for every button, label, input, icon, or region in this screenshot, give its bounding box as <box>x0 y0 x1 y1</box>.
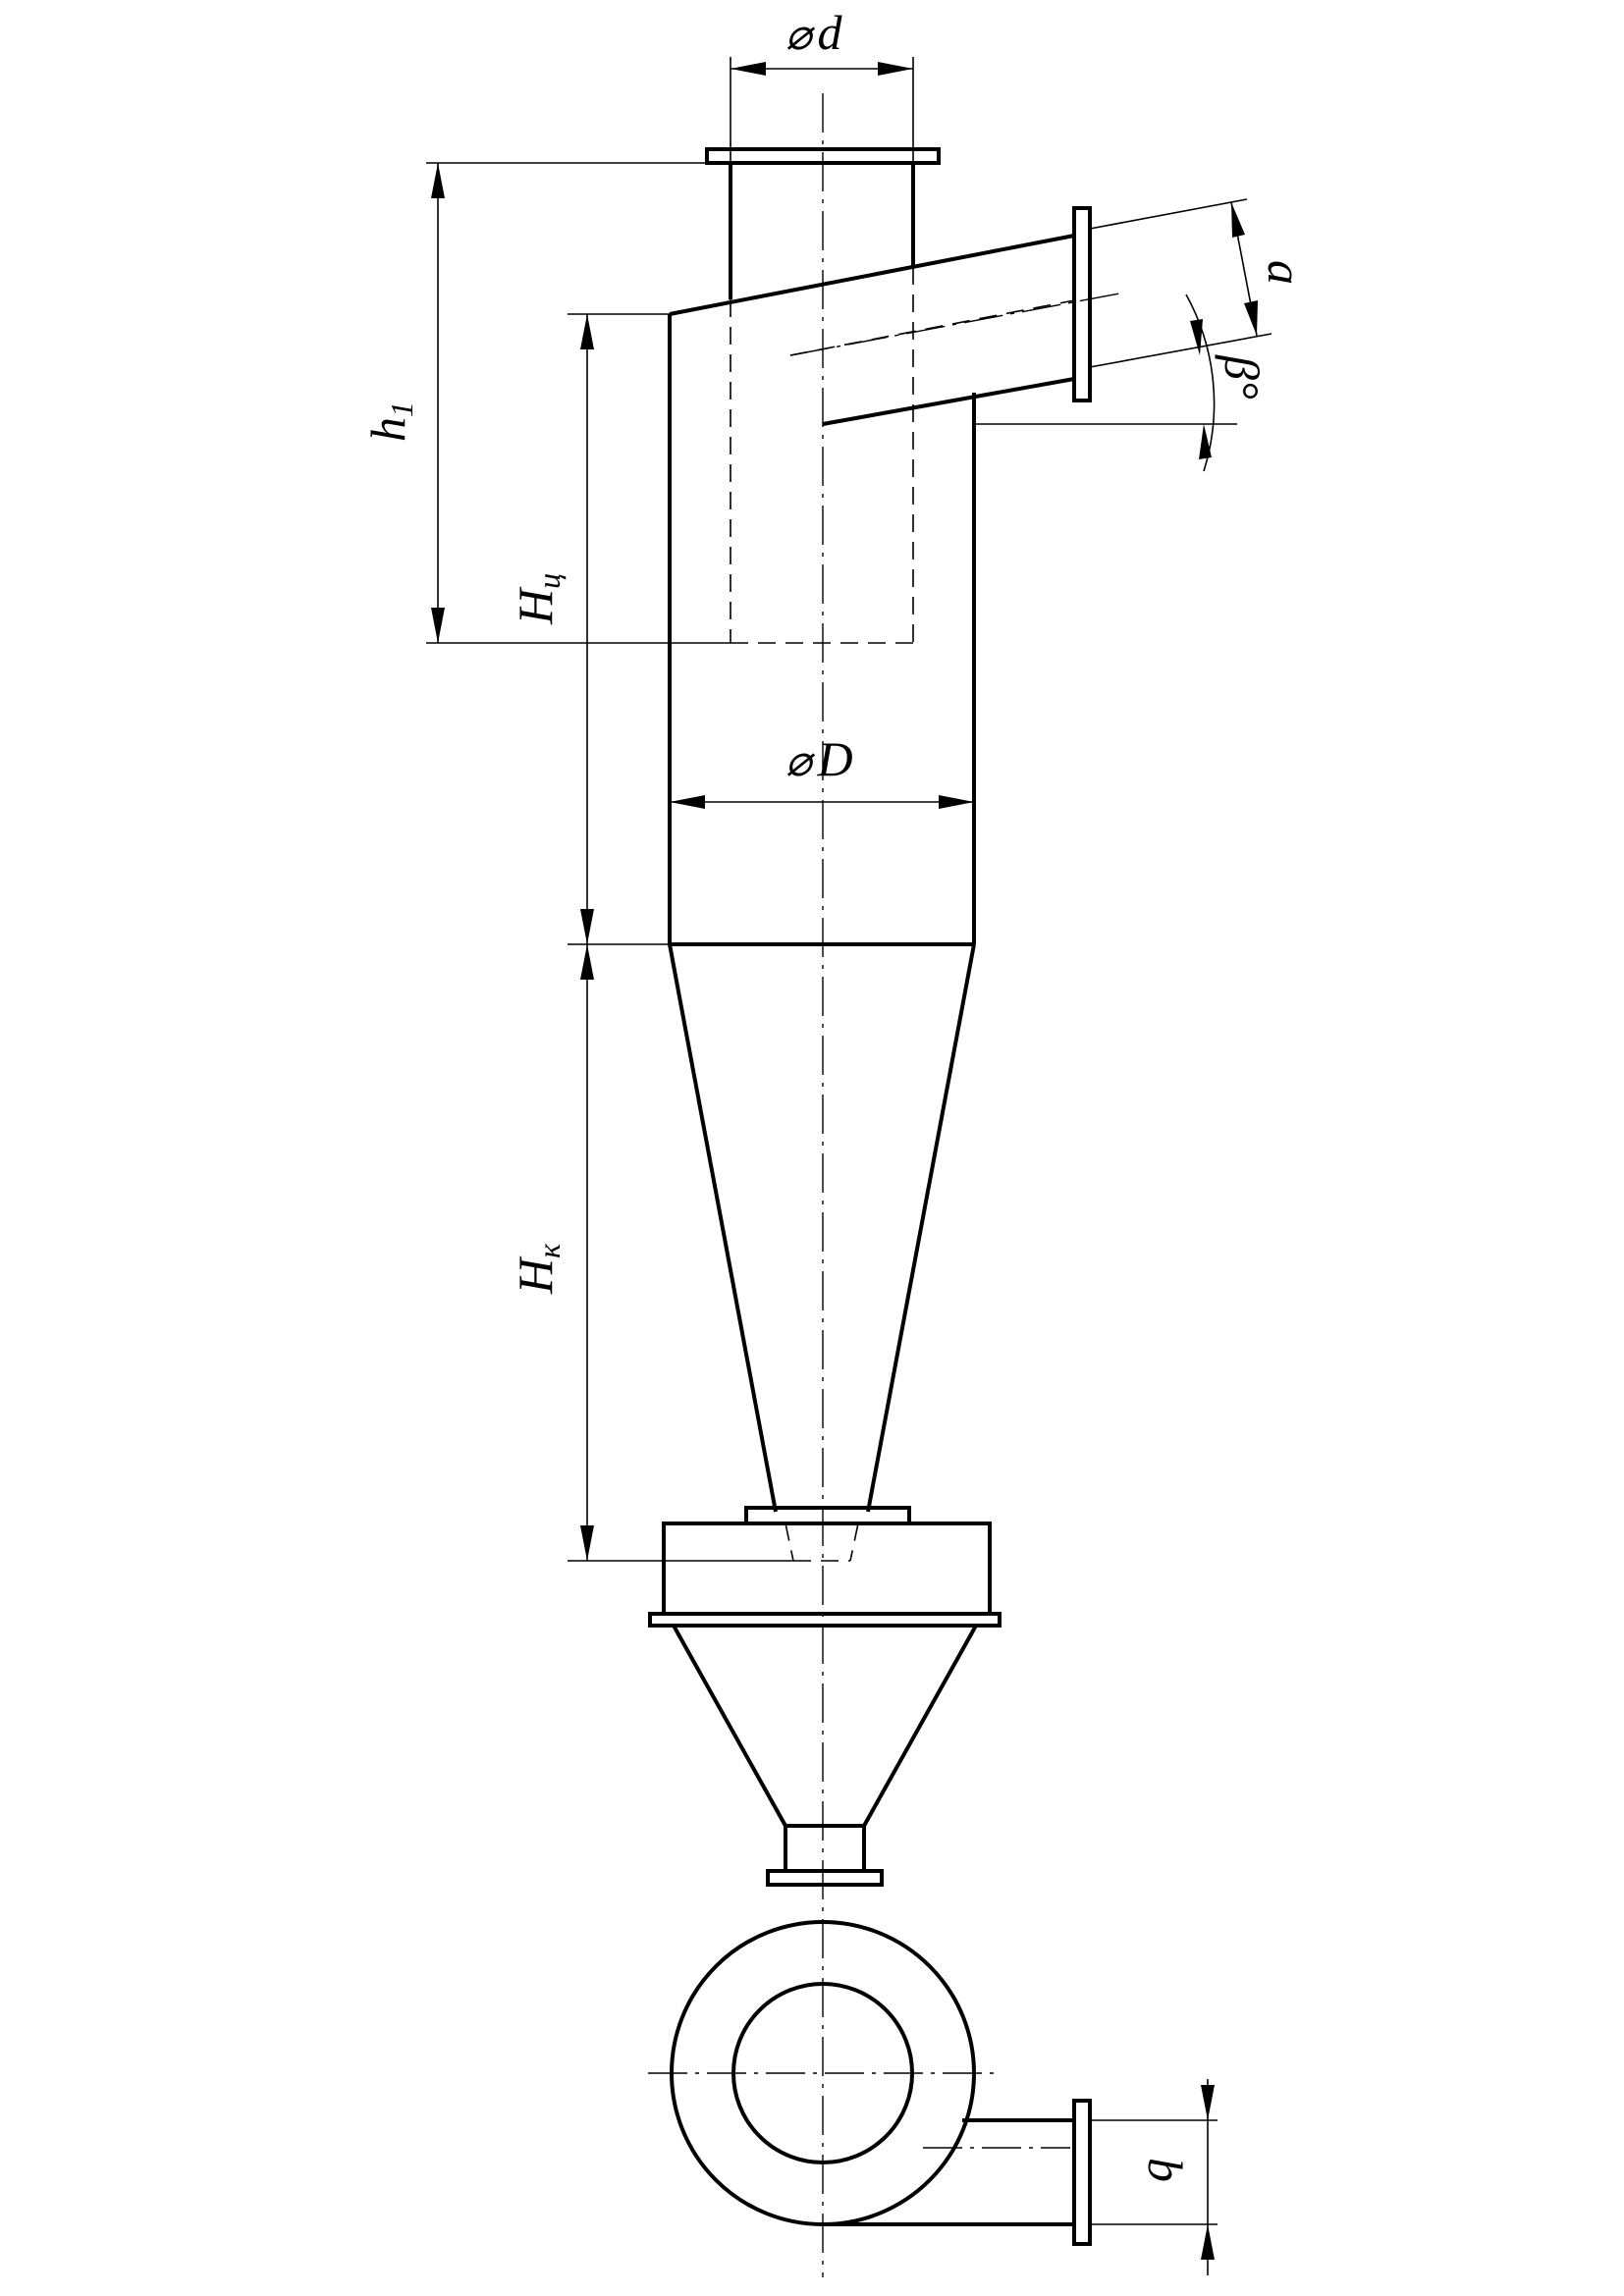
dim-d-arrow-right <box>878 62 913 76</box>
dim-D-arrow-right <box>939 795 974 809</box>
dim-beta-label: β° <box>1215 354 1270 400</box>
plan-outlet-inner-circle <box>731 1982 914 2164</box>
inlet-lower-wall <box>822 377 1075 426</box>
hopper-flange <box>648 1612 1001 1628</box>
discharge-pipe <box>784 1824 866 1873</box>
cone-bottom-flange <box>744 1506 911 1525</box>
dim-d-arrow-left <box>731 62 766 76</box>
dim-a-ext-bottom <box>1089 333 1272 368</box>
outlet-flange <box>705 147 941 165</box>
cone-right-wall <box>866 943 976 1513</box>
dim-D-arrow-left <box>670 795 705 809</box>
dim-d-label: ⌀d <box>785 5 843 60</box>
dim-beta-arrow-top <box>1190 319 1203 355</box>
hopper-cone-right <box>862 1625 978 1827</box>
dim-b-arrow-bottom <box>1201 2224 1215 2260</box>
dim-b-label: b <box>1138 2158 1193 2182</box>
dim-Hk-arrow-bottom <box>580 1525 594 1561</box>
dim-a-ext-top <box>1089 198 1248 230</box>
cone-left-wall <box>668 943 778 1513</box>
hopper-hidden-left <box>785 1522 794 1562</box>
dim-a-arrow-top <box>1231 202 1245 238</box>
dim-Hc-arrow-top <box>580 314 594 349</box>
dim-Hc-label: Hц <box>508 573 567 625</box>
discharge-flange <box>766 1869 884 1887</box>
inlet-flange <box>1072 206 1092 402</box>
dim-h1-arrow-bottom <box>431 608 445 643</box>
inlet-hidden-line <box>789 299 1075 356</box>
body-top-slope <box>669 234 1075 316</box>
dim-h1-arrow-top <box>431 163 445 198</box>
hopper-hidden-right <box>849 1522 859 1562</box>
dim-a-arrow-bottom <box>1244 300 1258 336</box>
dim-Hc-arrow-bottom <box>580 909 594 944</box>
dim-D-label: ⌀D <box>785 731 853 786</box>
dim-a-label: a <box>1258 260 1313 285</box>
dim-h1-label: h1 <box>360 401 419 442</box>
dim-Hk-arrow-top <box>580 944 594 980</box>
dim-beta-arrow-bottom <box>1199 424 1212 459</box>
hopper-chamber <box>662 1522 992 1616</box>
inlet-center-line <box>789 293 1120 356</box>
plan-inlet-flange <box>1072 2099 1092 2246</box>
dim-b-arrow-top <box>1201 2085 1215 2120</box>
hopper-cone-left <box>672 1625 787 1827</box>
dim-Hk-label: Hк <box>508 1243 567 1295</box>
